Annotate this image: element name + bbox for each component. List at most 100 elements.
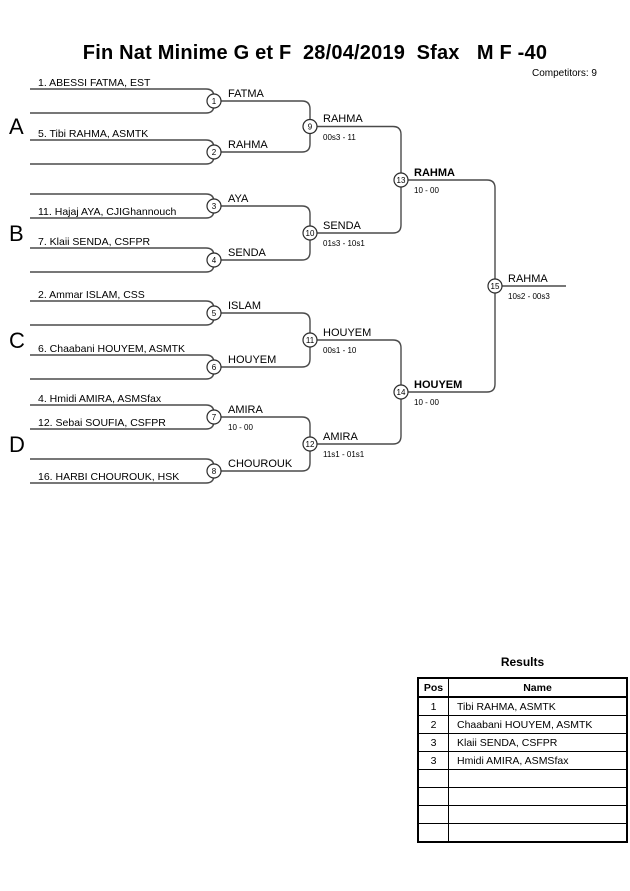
- bracket-line: [214, 444, 311, 472]
- result-pos: [417, 787, 449, 806]
- match-circle-13: [393, 172, 409, 188]
- bracket-line: [214, 126, 311, 153]
- match-circle-14: [393, 384, 409, 400]
- match-15-winner: RAHMA: [508, 273, 548, 285]
- bracket-line: [401, 179, 496, 286]
- group-label-a: A: [9, 114, 24, 139]
- bracket-line: [30, 367, 215, 380]
- match-circle-6: [206, 359, 222, 375]
- match-circle-5: [206, 305, 222, 321]
- match-number-7: 7: [212, 413, 217, 422]
- bracket-line: [214, 340, 311, 368]
- match-7-score: 10 - 00: [228, 423, 253, 432]
- bracket-line: [30, 193, 215, 206]
- result-pos: 2: [417, 715, 449, 734]
- match-2-winner: RAHMA: [228, 139, 268, 151]
- match-number-12: 12: [306, 440, 315, 449]
- bracket-line: [30, 139, 215, 152]
- competitors-count: Competitors: 9: [531, 68, 597, 79]
- bracket-line: [214, 233, 311, 261]
- result-name: [448, 769, 628, 788]
- match-11-score: 00s1 - 10: [323, 346, 357, 355]
- match-7-winner: AMIRA: [228, 404, 264, 416]
- results-header-pos: Pos: [417, 677, 449, 698]
- seed-entry: 6. Chaabani HOUYEM, ASMTK: [38, 343, 185, 355]
- result-name: Hmidi AMIRA, ASMSfax: [448, 751, 628, 770]
- bracket-line: [30, 247, 215, 260]
- bracket-line: [214, 416, 311, 444]
- results-row: 3 Hmidi AMIRA, ASMSfax: [417, 751, 628, 770]
- results-header-name: Name: [448, 677, 628, 698]
- bracket-diagram: A B C D: [9, 77, 566, 484]
- match-number-2: 2: [212, 148, 217, 157]
- seed-entry: 5. Tibi RAHMA, ASMTK: [38, 128, 148, 140]
- match-14-score: 10 - 00: [414, 398, 439, 407]
- match-circle-4: [206, 252, 222, 268]
- results-row: [417, 769, 628, 788]
- bracket-line: [214, 205, 311, 233]
- match-3-winner: AYA: [228, 193, 249, 205]
- bracket-line: [30, 404, 215, 417]
- match-12-score: 11s1 - 01s1: [323, 450, 365, 459]
- match-circle-8: [206, 463, 222, 479]
- match-10-score: 01s3 - 10s1: [323, 239, 365, 248]
- match-number-1: 1: [212, 97, 217, 106]
- bracket-line: [30, 313, 215, 326]
- result-pos: [417, 823, 449, 843]
- bracket-line: [310, 339, 402, 392]
- page-title: Fin Nat Minime G et F 28/04/2019 Sfax M …: [82, 42, 548, 64]
- match-4-winner: SENDA: [228, 247, 267, 259]
- match-number-11: 11: [306, 336, 315, 345]
- result-name: Tibi RAHMA, ASMTK: [448, 696, 628, 716]
- result-pos: 3: [417, 751, 449, 770]
- match-6-winner: HOUYEM: [228, 354, 276, 366]
- match-11-winner: HOUYEM: [323, 327, 371, 339]
- match-number-4: 4: [212, 256, 217, 265]
- match-circle-10: [302, 225, 318, 241]
- results-row: [417, 805, 628, 824]
- results-header-row: Pos Name: [417, 677, 628, 698]
- group-label-d: D: [9, 432, 25, 457]
- match-15-score: 10s2 - 00s3: [508, 292, 550, 301]
- group-label-b: B: [9, 221, 24, 246]
- bracket-line: [30, 300, 215, 313]
- bracket-line: [310, 180, 402, 234]
- match-9-score: 00s3 - 11: [323, 133, 356, 142]
- bracket-line: [30, 354, 215, 367]
- results-row: [417, 823, 628, 843]
- bracket-line: [310, 125, 402, 180]
- result-name: [448, 823, 628, 843]
- bracket-line: [214, 312, 311, 340]
- match-circle-3: [206, 198, 222, 214]
- bracket-line: [30, 458, 215, 471]
- seed-entry: 16. HARBI CHOUROUK, HSK: [38, 471, 179, 483]
- match-9-winner: RAHMA: [323, 113, 363, 125]
- match-13-score: 10 - 00: [414, 186, 439, 195]
- result-name: [448, 805, 628, 824]
- match-circle-12: [302, 436, 318, 452]
- results-table: Pos Name 1 Tibi RAHMA, ASMTK 2 Chaabani …: [417, 677, 628, 843]
- results-row: 3 Klaii SENDA, CSFPR: [417, 733, 628, 752]
- result-name: Klaii SENDA, CSFPR: [448, 733, 628, 752]
- match-8-winner: CHOUROUK: [228, 458, 293, 470]
- group-label-c: C: [9, 328, 25, 353]
- results-row: 1 Tibi RAHMA, ASMTK: [417, 696, 628, 716]
- results-row: [417, 787, 628, 806]
- bracket-line: [30, 88, 215, 101]
- match-circle-7: [206, 409, 222, 425]
- match-circle-9: [302, 118, 318, 135]
- bracket-line: [310, 392, 402, 445]
- seed-entry: 2. Ammar ISLAM, CSS: [38, 289, 145, 301]
- match-5-winner: ISLAM: [228, 300, 261, 312]
- match-number-3: 3: [212, 202, 217, 211]
- match-number-5: 5: [212, 309, 217, 318]
- match-circle-2: [206, 144, 222, 160]
- match-number-8: 8: [212, 467, 217, 476]
- match-10-winner: SENDA: [323, 220, 362, 232]
- result-pos: 1: [417, 696, 449, 716]
- seed-entry: 12. Sebai SOUFIA, CSFPR: [38, 417, 166, 429]
- result-pos: 3: [417, 733, 449, 752]
- result-name: [448, 787, 628, 806]
- seed-entry: 11. Hajaj AYA, CJIGhannouch: [38, 206, 176, 218]
- match-number-10: 10: [306, 229, 315, 238]
